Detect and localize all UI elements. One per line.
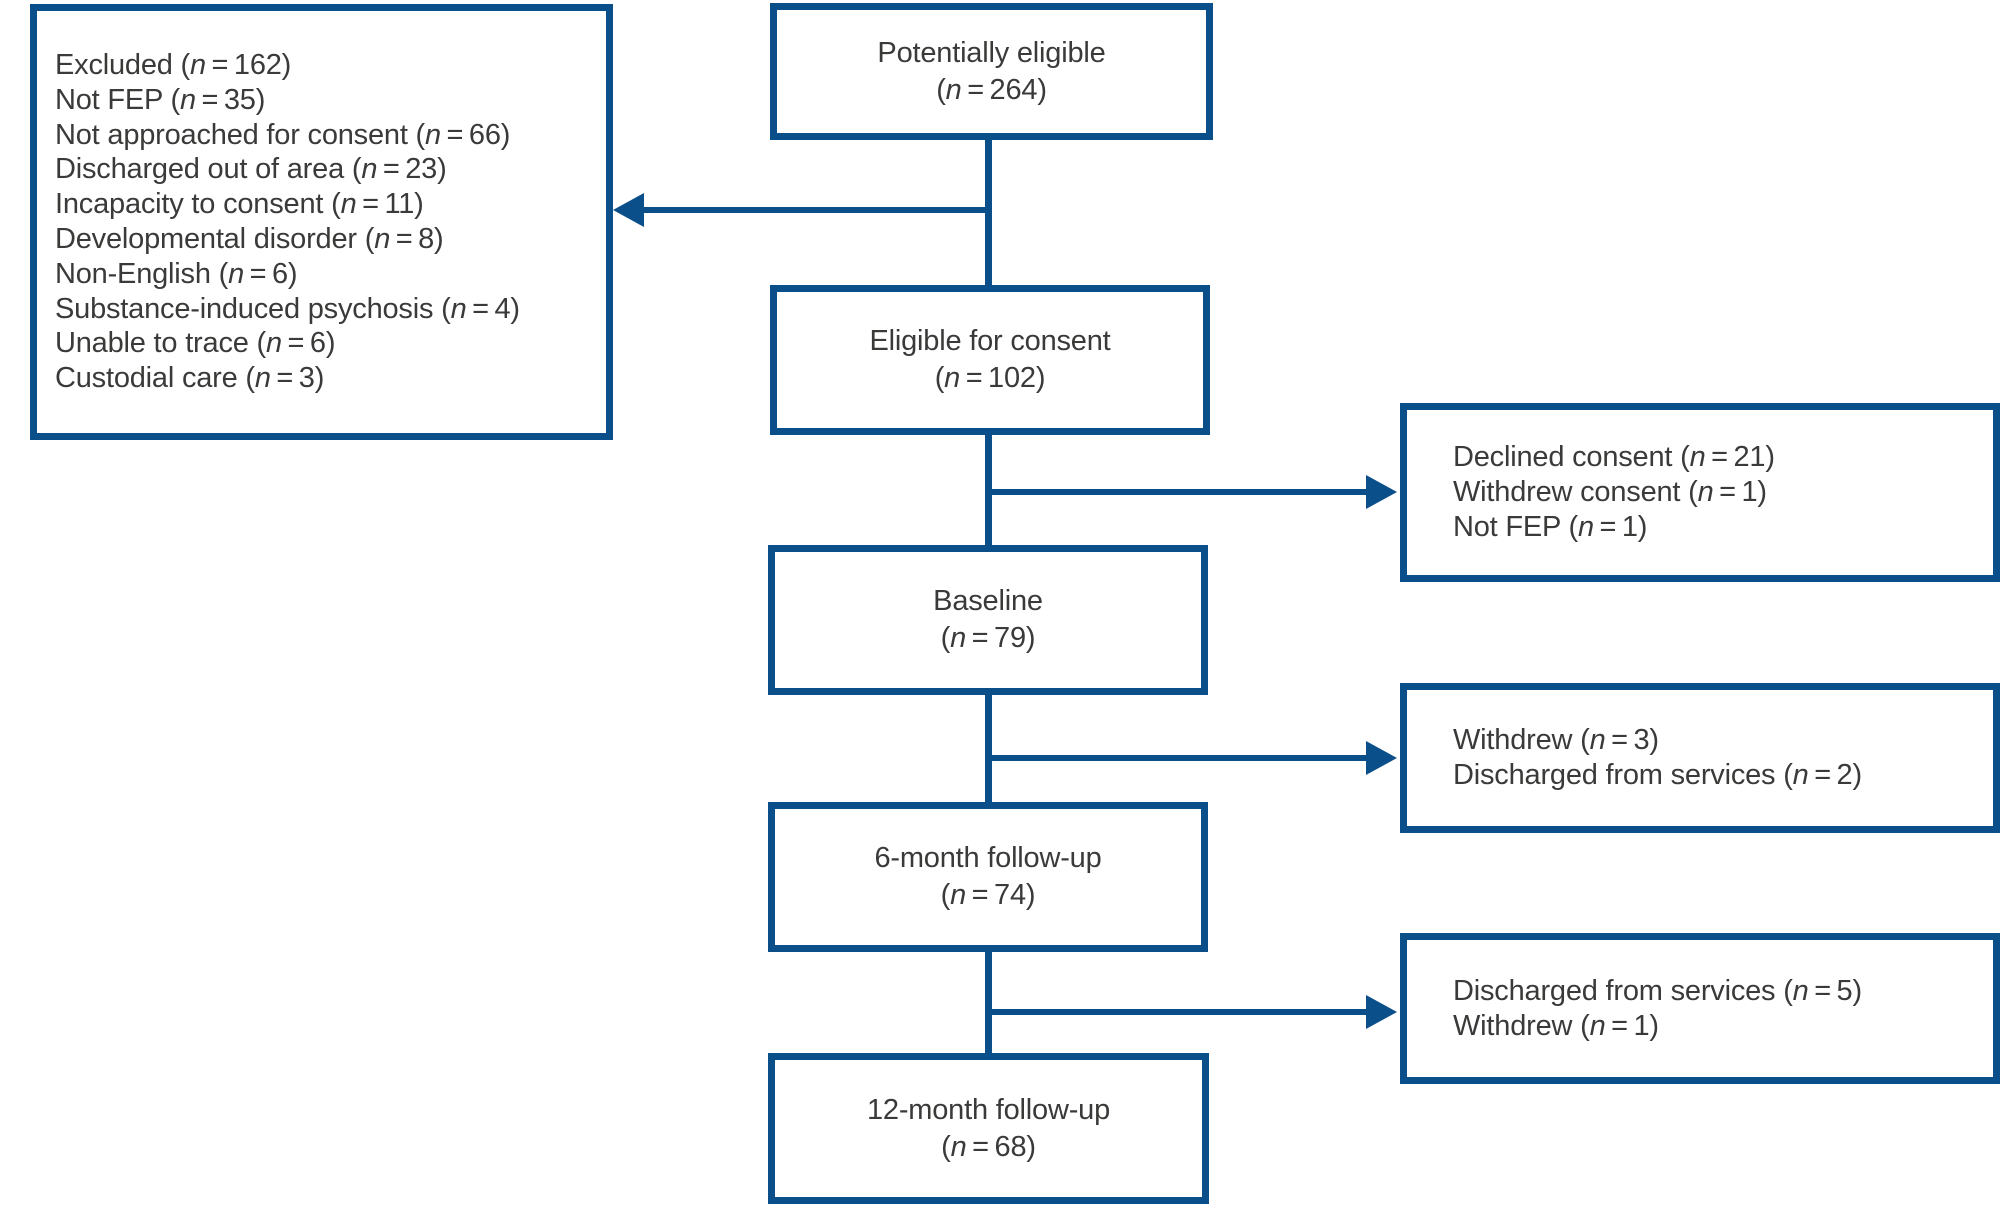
flow-box-baseline: Baseline (n = 79) — [768, 545, 1208, 695]
flow-box-6-month-follow-up: 6-month follow-up (n = 74) — [768, 802, 1208, 952]
flow-line: Substance-induced psychosis (n = 4) — [55, 292, 520, 325]
flow-box-12-month-follow-up: 12-month follow-up (n = 68) — [768, 1053, 1209, 1204]
flow-line: Excluded (n = 162) — [55, 49, 292, 82]
box-n-count: (n = 79) — [940, 622, 1036, 654]
flow-line: Declined consent (n = 21) — [1453, 441, 1775, 473]
arrow-line-to-discharged — [988, 1009, 1368, 1015]
arrow-line-to-excluded — [640, 207, 990, 213]
flow-line: Non-English (n = 6) — [55, 257, 298, 290]
box-label: Potentially eligible — [877, 36, 1106, 69]
box-label: Baseline — [933, 585, 1043, 617]
box-n-count: (n = 102) — [934, 362, 1046, 394]
box-label: Eligible for consent — [869, 325, 1111, 357]
flow-line: Incapacity to consent (n = 11) — [55, 188, 424, 221]
flow-box-discharged-before-12-month: Discharged from services (n = 5)Withdrew… — [1400, 933, 2000, 1084]
arrowhead-right-icon — [1366, 475, 1397, 509]
box-n-count: (n = 264) — [936, 73, 1047, 106]
flow-box-declined-consent: Declined consent (n = 21)Withdrew consen… — [1400, 403, 2000, 582]
flow-line: Withdrew (n = 3) — [1453, 724, 1659, 756]
flow-line: Withdrew consent (n = 1) — [1453, 476, 1767, 508]
attrition-list: Discharged from services (n = 5)Withdrew… — [1453, 974, 1993, 1044]
arrow-line-to-withdrew — [988, 755, 1368, 761]
arrowhead-right-icon — [1366, 995, 1397, 1029]
flow-line: Not FEP (n = 35) — [55, 83, 266, 116]
flow-line: Withdrew (n = 1) — [1453, 1009, 1659, 1042]
flow-box-withdrew-before-6-month: Withdrew (n = 3)Discharged from services… — [1400, 683, 2000, 833]
flow-line: Discharged from services (n = 2) — [1453, 759, 1862, 791]
flow-box-excluded: Excluded (n = 162)Not FEP (n = 35)Not ap… — [30, 4, 613, 440]
flow-line: Unable to trace (n = 6) — [55, 327, 336, 360]
flow-line: Not approached for consent (n = 66) — [55, 118, 511, 151]
box-n-count: (n = 68) — [941, 1130, 1036, 1163]
attrition-list: Declined consent (n = 21)Withdrew consen… — [1453, 440, 1993, 545]
excluded-reasons-list: Excluded (n = 162)Not FEP (n = 35)Not ap… — [55, 48, 606, 396]
box-label: 6-month follow-up — [874, 842, 1102, 874]
flow-line: Developmental disorder (n = 8) — [55, 223, 444, 255]
flow-line: Custodial care (n = 3) — [55, 362, 325, 395]
connector-baseline-to-6-month — [985, 693, 992, 805]
arrowhead-right-icon — [1366, 741, 1397, 775]
flow-line: Discharged from services (n = 5) — [1453, 974, 1862, 1007]
attrition-list: Withdrew (n = 3)Discharged from services… — [1453, 723, 1993, 793]
arrowhead-left-icon — [613, 193, 644, 227]
flow-box-potentially-eligible: Potentially eligible (n = 264) — [770, 3, 1213, 140]
box-n-count: (n = 74) — [940, 879, 1036, 911]
flow-box-eligible-for-consent: Eligible for consent (n = 102) — [770, 285, 1210, 435]
connector-6-month-to-12-month — [985, 950, 992, 1056]
connector-potential-to-eligible — [985, 138, 992, 288]
arrow-line-to-declined-consent — [988, 489, 1368, 495]
flow-line: Not FEP (n = 1) — [1453, 511, 1648, 543]
flow-line: Discharged out of area (n = 23) — [55, 153, 447, 186]
box-label: 12-month follow-up — [866, 1093, 1111, 1126]
